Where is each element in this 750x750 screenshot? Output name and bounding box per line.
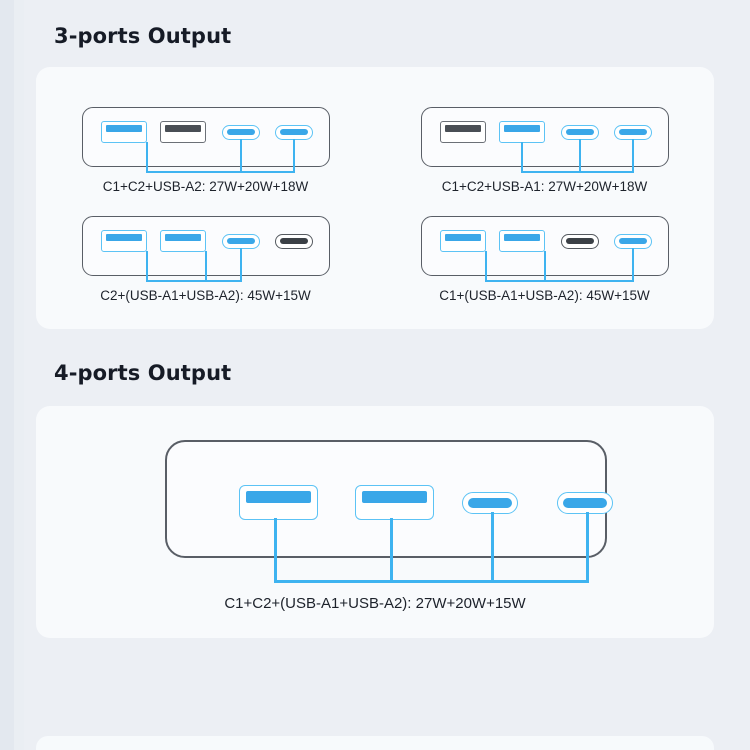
port-fill: [563, 497, 607, 508]
connector-bus: [146, 280, 242, 282]
port-fill: [106, 125, 142, 132]
connector-line-usb-a1: [274, 518, 277, 582]
connector-line-c1: [240, 248, 242, 282]
port-fill: [165, 125, 201, 132]
diagram-four-a: C1+C2+(USB-A1+USB-A2): 27W+20W+15W: [36, 406, 714, 638]
section-title-four-ports: 4-ports Output: [54, 361, 232, 385]
diagram-three-b: C1+C2+USB-A1: 27W+20W+18W: [375, 67, 714, 198]
port-fill: [504, 234, 540, 241]
port-usb-a2[interactable]: [355, 485, 434, 520]
port-fill: [619, 238, 647, 244]
connector-line-usb-a2: [544, 251, 546, 282]
connector-line-c2: [632, 139, 634, 173]
port-usb-a2[interactable]: [499, 121, 545, 143]
port-c2[interactable]: [275, 125, 313, 140]
card-four-ports: C1+C2+(USB-A1+USB-A2): 27W+20W+15W: [36, 406, 714, 638]
port-c2[interactable]: [614, 234, 652, 249]
port-c1[interactable]: [462, 492, 518, 514]
port-fill: [566, 238, 594, 244]
port-fill: [246, 491, 311, 503]
left-gutter-strip-inner: [14, 0, 24, 750]
port-fill: [280, 129, 308, 135]
connector-bus: [146, 171, 295, 173]
connector-line-c1: [240, 139, 242, 173]
connector-line-usb-a1: [146, 142, 148, 173]
section-title-three-ports: 3-ports Output: [54, 24, 232, 48]
card-three-ports: C1+C2+USB-A2: 27W+20W+18W: [36, 67, 714, 329]
connector-bus: [274, 580, 589, 583]
port-fill: [106, 234, 142, 241]
port-usb-a2[interactable]: [160, 230, 206, 252]
diagram-caption: C1+(USB-A1+USB-A2): 45W+15W: [439, 288, 650, 303]
port-usb-a1[interactable]: [440, 230, 486, 252]
port-fill: [227, 238, 255, 244]
connector-line-usb-a1: [485, 251, 487, 282]
port-c2[interactable]: [275, 234, 313, 249]
port-usb-a2[interactable]: [499, 230, 545, 252]
connector-line-usb-a2: [390, 518, 393, 582]
port-fill: [468, 497, 512, 508]
port-c1[interactable]: [561, 234, 599, 249]
connector-line-c2: [632, 248, 634, 282]
diagram-three-a: C1+C2+USB-A2: 27W+20W+18W: [36, 67, 375, 198]
diagram-three-c: C2+(USB-A1+USB-A2): 45W+15W: [36, 198, 375, 329]
port-c1[interactable]: [222, 125, 260, 140]
left-gutter-strip: [0, 0, 14, 750]
connector-line-c1: [491, 512, 494, 582]
port-fill: [566, 129, 594, 135]
connector-line-usb-a2: [205, 251, 207, 282]
diagram-caption: C2+(USB-A1+USB-A2): 45W+15W: [100, 288, 311, 303]
port-fill: [619, 129, 647, 135]
port-c2[interactable]: [557, 492, 613, 514]
diagram-three-d: C1+(USB-A1+USB-A2): 45W+15W: [375, 198, 714, 329]
port-usb-a2[interactable]: [160, 121, 206, 143]
port-usb-a1[interactable]: [101, 230, 147, 252]
diagram-caption: C1+C2+USB-A1: 27W+20W+18W: [441, 179, 648, 194]
connector-line-c1: [579, 139, 581, 173]
port-fill: [227, 129, 255, 135]
port-fill: [445, 234, 481, 241]
port-fill: [445, 125, 481, 132]
port-fill: [165, 234, 201, 241]
port-fill: [504, 125, 540, 132]
port-c2[interactable]: [614, 125, 652, 140]
device-body: [421, 107, 669, 167]
port-fill: [362, 491, 427, 503]
connector-line-usb-a1: [146, 251, 148, 282]
connector-line-c2: [586, 512, 589, 582]
diagram-caption: C1+C2+USB-A2: 27W+20W+18W: [102, 179, 309, 194]
port-usb-a1[interactable]: [101, 121, 147, 143]
port-usb-a1[interactable]: [440, 121, 486, 143]
next-card-peek: [36, 736, 714, 750]
port-usb-a1[interactable]: [239, 485, 318, 520]
port-c1[interactable]: [561, 125, 599, 140]
device-body: [165, 440, 613, 558]
connector-bus: [485, 280, 634, 282]
port-c1[interactable]: [222, 234, 260, 249]
connector-bus: [521, 171, 634, 173]
connector-line-usb-a2: [521, 142, 523, 173]
port-fill: [280, 238, 308, 244]
diagram-caption: C1+C2+(USB-A1+USB-A2): 27W+20W+15W: [224, 595, 526, 612]
connector-line-c2: [293, 139, 295, 173]
